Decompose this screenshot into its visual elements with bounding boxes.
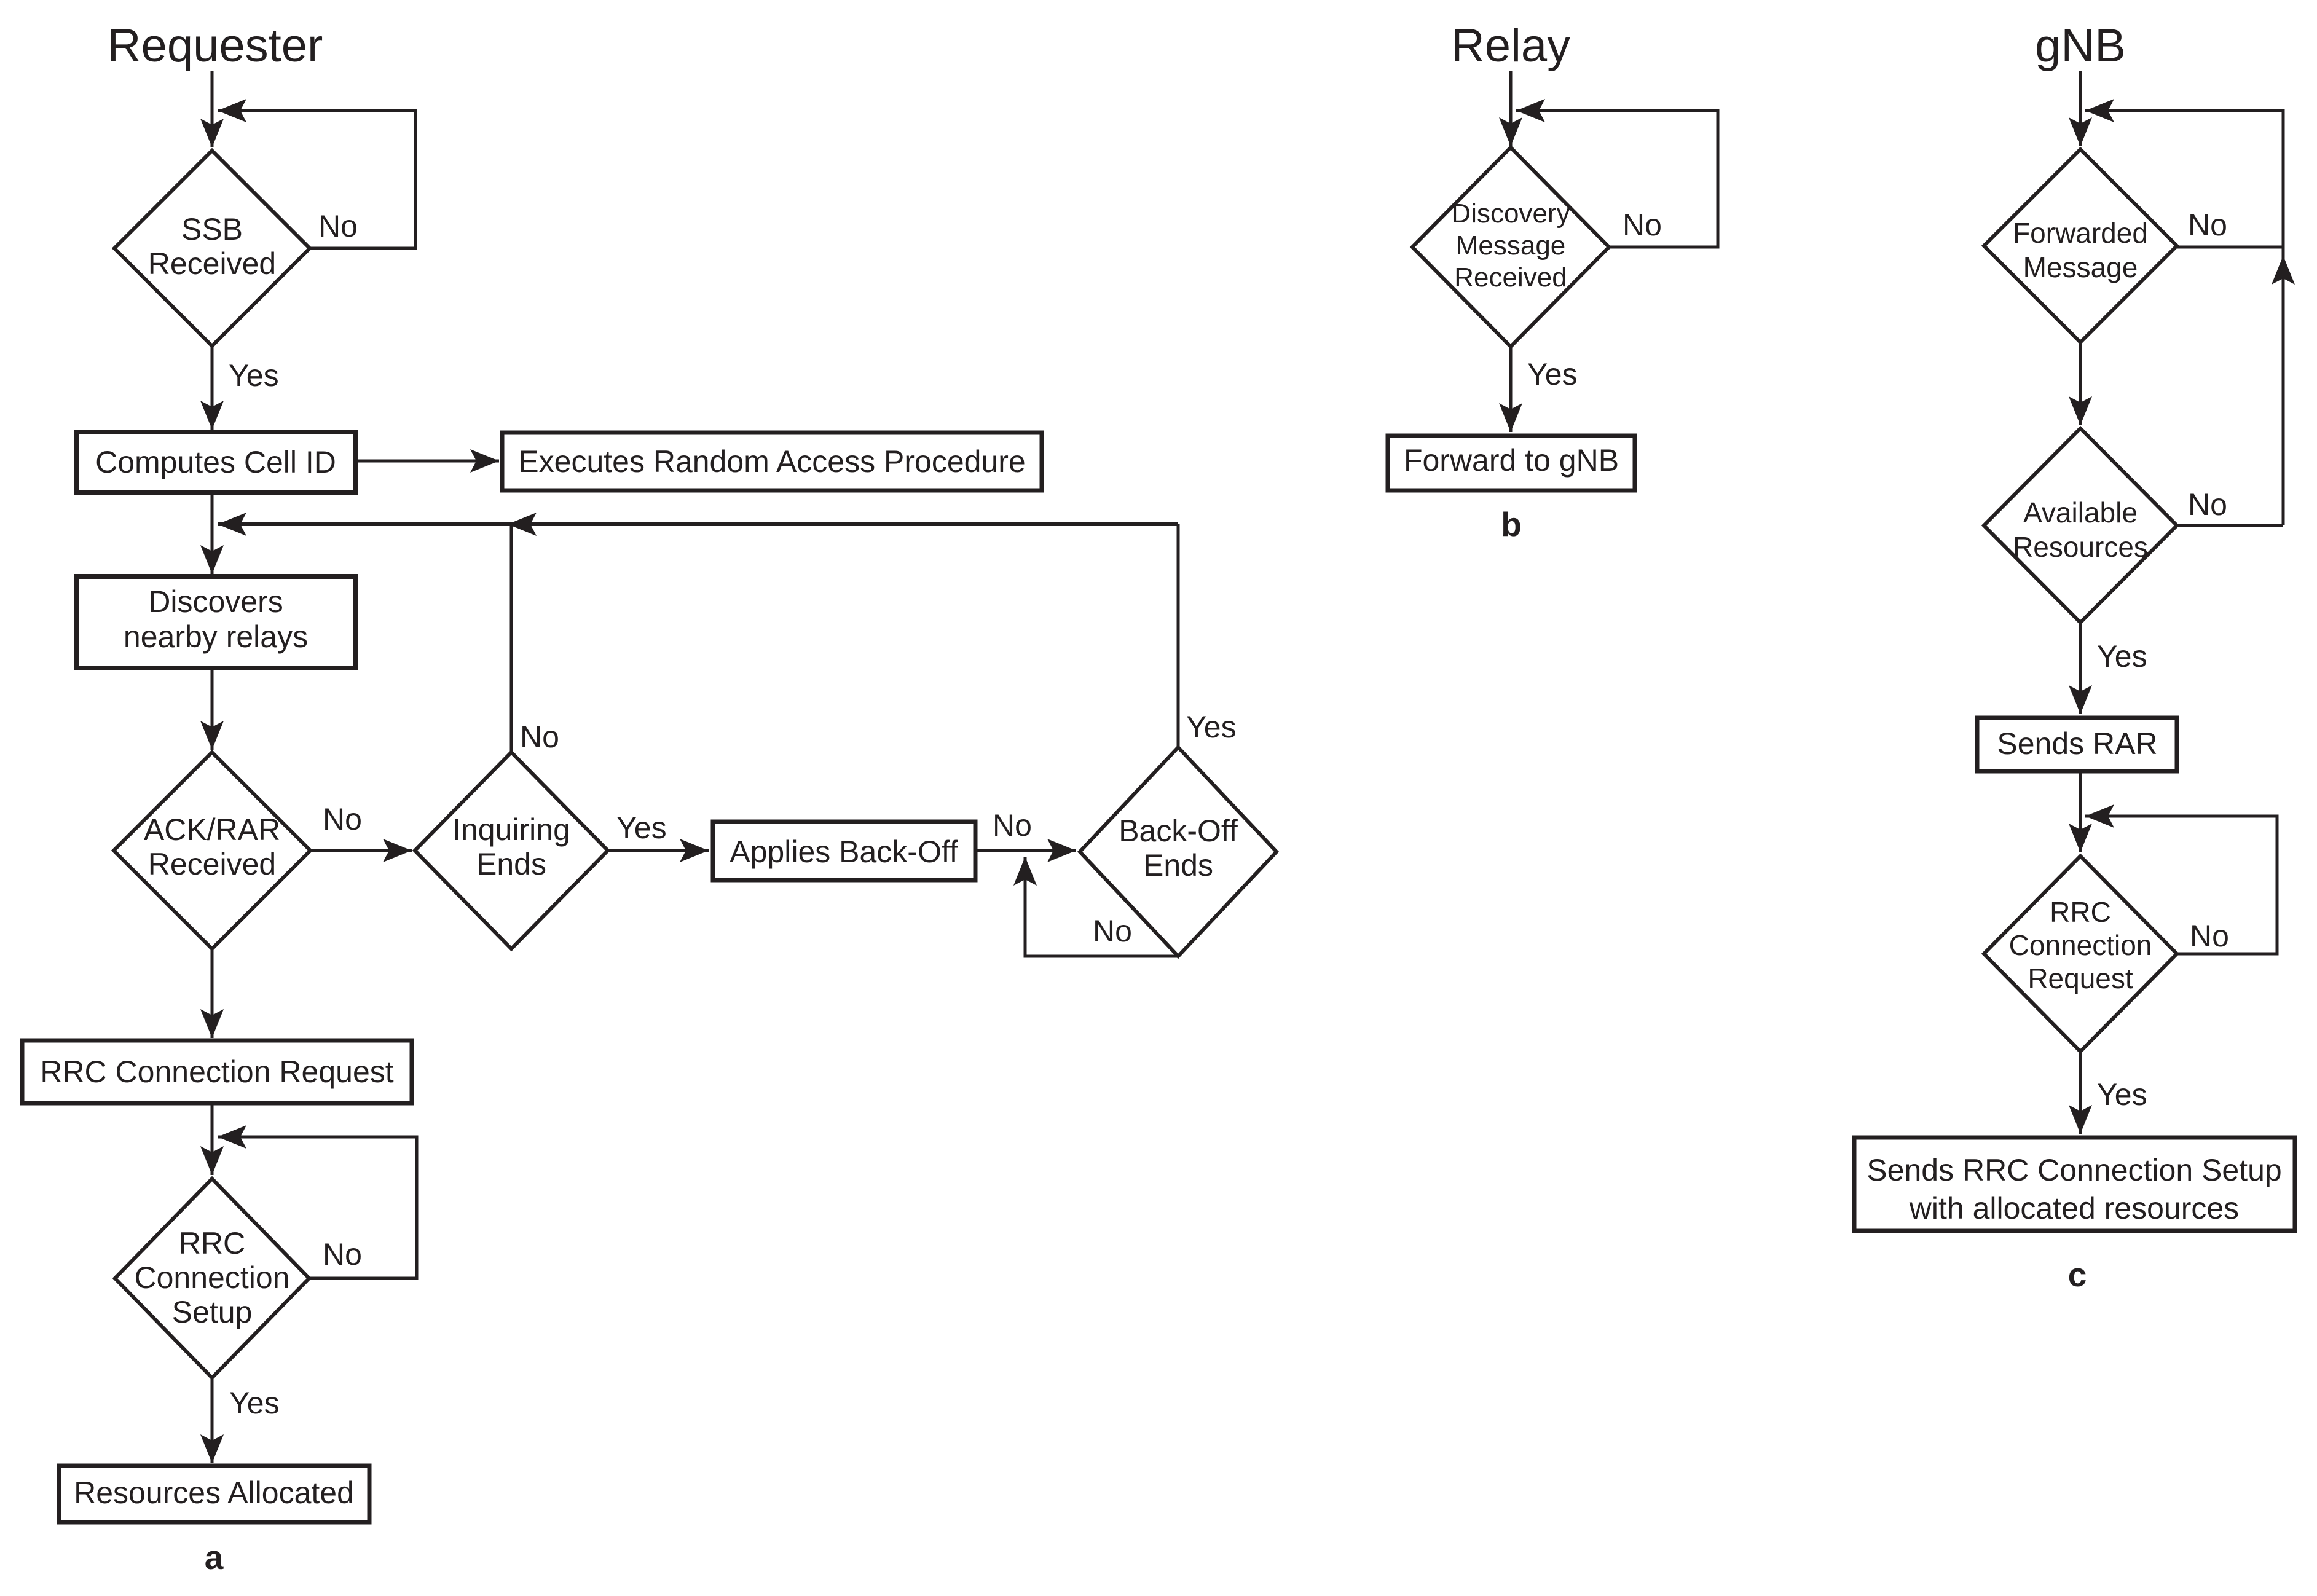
resources-allocated-box (57, 1463, 372, 1525)
process-label: Sends RAR (1997, 726, 2157, 761)
yes-label: Yes (229, 358, 279, 393)
ackrar-received-decision (111, 749, 313, 952)
decision-label: ACK/RAR (144, 812, 280, 847)
decision-label: Available (2023, 497, 2138, 529)
process-label: Applies Back-Off (730, 835, 958, 869)
decision-label: RRC (179, 1226, 245, 1260)
decision-label: Message (1456, 230, 1566, 261)
decision-label: Connection (2009, 929, 2152, 961)
decision-label: Forwarded (2013, 217, 2148, 249)
available-resources-decision (1981, 425, 2180, 626)
forwarded-message-decision (1981, 146, 2180, 345)
process-label: Executes Random Access Procedure (518, 444, 1025, 479)
decision-label: Received (148, 847, 276, 881)
yes-label: Yes (2097, 639, 2147, 674)
decision-label: SSB (181, 212, 243, 246)
loop-arrow-setup-no (218, 1125, 419, 1280)
executes-random-access-box (500, 430, 1044, 493)
no-label: No (520, 720, 559, 754)
process-label: RRC Connection Request (40, 1055, 393, 1089)
forward-to-gnb-box (1385, 433, 1637, 493)
discovery-message-decision (1409, 144, 1612, 350)
rrc-connection-request-box (20, 1038, 414, 1106)
panel-label-a: a (205, 1538, 224, 1576)
sends-rrc-setup-box (1852, 1135, 2297, 1233)
process-label: Discovers (148, 584, 283, 619)
no-label: No (1623, 208, 1662, 242)
decision-label: Received (148, 246, 276, 281)
no-label: No (318, 209, 358, 243)
no-label: No (2190, 919, 2229, 953)
requester-flow: Requester SSB Received No Yes Computes C… (20, 20, 1280, 1576)
process-label: Sends RRC Connection Setup (1867, 1153, 2281, 1187)
applies-backoff-box (710, 819, 978, 883)
yes-label: Yes (616, 811, 667, 845)
yes-label: Yes (229, 1386, 280, 1420)
process-label: Resources Allocated (74, 1476, 354, 1510)
discovers-relays-box (74, 574, 358, 670)
loop-arrow-rrcrequest-no (2085, 804, 2279, 956)
panel-label-c: c (2068, 1256, 2087, 1294)
column-title-gnb: gNB (2035, 20, 2126, 72)
decision-label: Message (2023, 251, 2138, 283)
decision-label: Back-Off (1119, 814, 1238, 848)
panel-label-b: b (1501, 505, 1522, 543)
decision-label: Discovery (1451, 199, 1570, 229)
process-label: nearby relays (124, 619, 308, 654)
no-label: No (323, 802, 362, 836)
decision-label: Connection (135, 1260, 290, 1295)
no-label: No (323, 1237, 362, 1272)
process-label: Computes Cell ID (95, 445, 336, 479)
no-label: No (2188, 208, 2227, 242)
decision-label: Received (1454, 262, 1567, 293)
no-label: No (1093, 914, 1132, 948)
column-title-relay: Relay (1451, 20, 1570, 72)
ssb-received-decision (111, 147, 313, 349)
rrc-connection-setup-decision (112, 1176, 312, 1381)
decision-label: Inquiring (452, 812, 570, 847)
decision-label: Request (2028, 962, 2133, 994)
rrc-connection-request-decision (1981, 853, 2180, 1055)
backoff-ends-decision (1077, 744, 1280, 959)
decision-label: RRC (2050, 896, 2111, 928)
process-label: Forward to gNB (1404, 443, 1619, 478)
yes-label: Yes (1527, 357, 1578, 391)
column-title-requester: Requester (108, 20, 323, 72)
sends-rar-box (1975, 715, 2179, 774)
decision-label: Ends (476, 847, 546, 881)
process-label: with allocated resources (1909, 1191, 2239, 1225)
no-label: No (2188, 487, 2227, 522)
loop-arrow-no-return (2085, 99, 2285, 525)
decision-label: Setup (172, 1295, 253, 1329)
loop-arrow-discovery-no (1516, 99, 1720, 249)
loop-arrow-backoff-no (1013, 857, 1178, 958)
computes-cell-id-box (74, 430, 358, 495)
decision-label: Resources (2013, 531, 2148, 563)
loop-arrow-ssb-no (218, 99, 417, 250)
inquiring-ends-decision (412, 749, 611, 952)
decision-label: Ends (1143, 848, 1213, 883)
relay-flow: Relay Discovery Message Received No Yes … (1385, 20, 1720, 543)
no-label: No (993, 808, 1032, 843)
yes-label: Yes (1186, 710, 1237, 744)
yes-label: Yes (2097, 1077, 2147, 1112)
gnb-flow: gNB Forwarded Message No Available Resou… (1852, 20, 2297, 1294)
